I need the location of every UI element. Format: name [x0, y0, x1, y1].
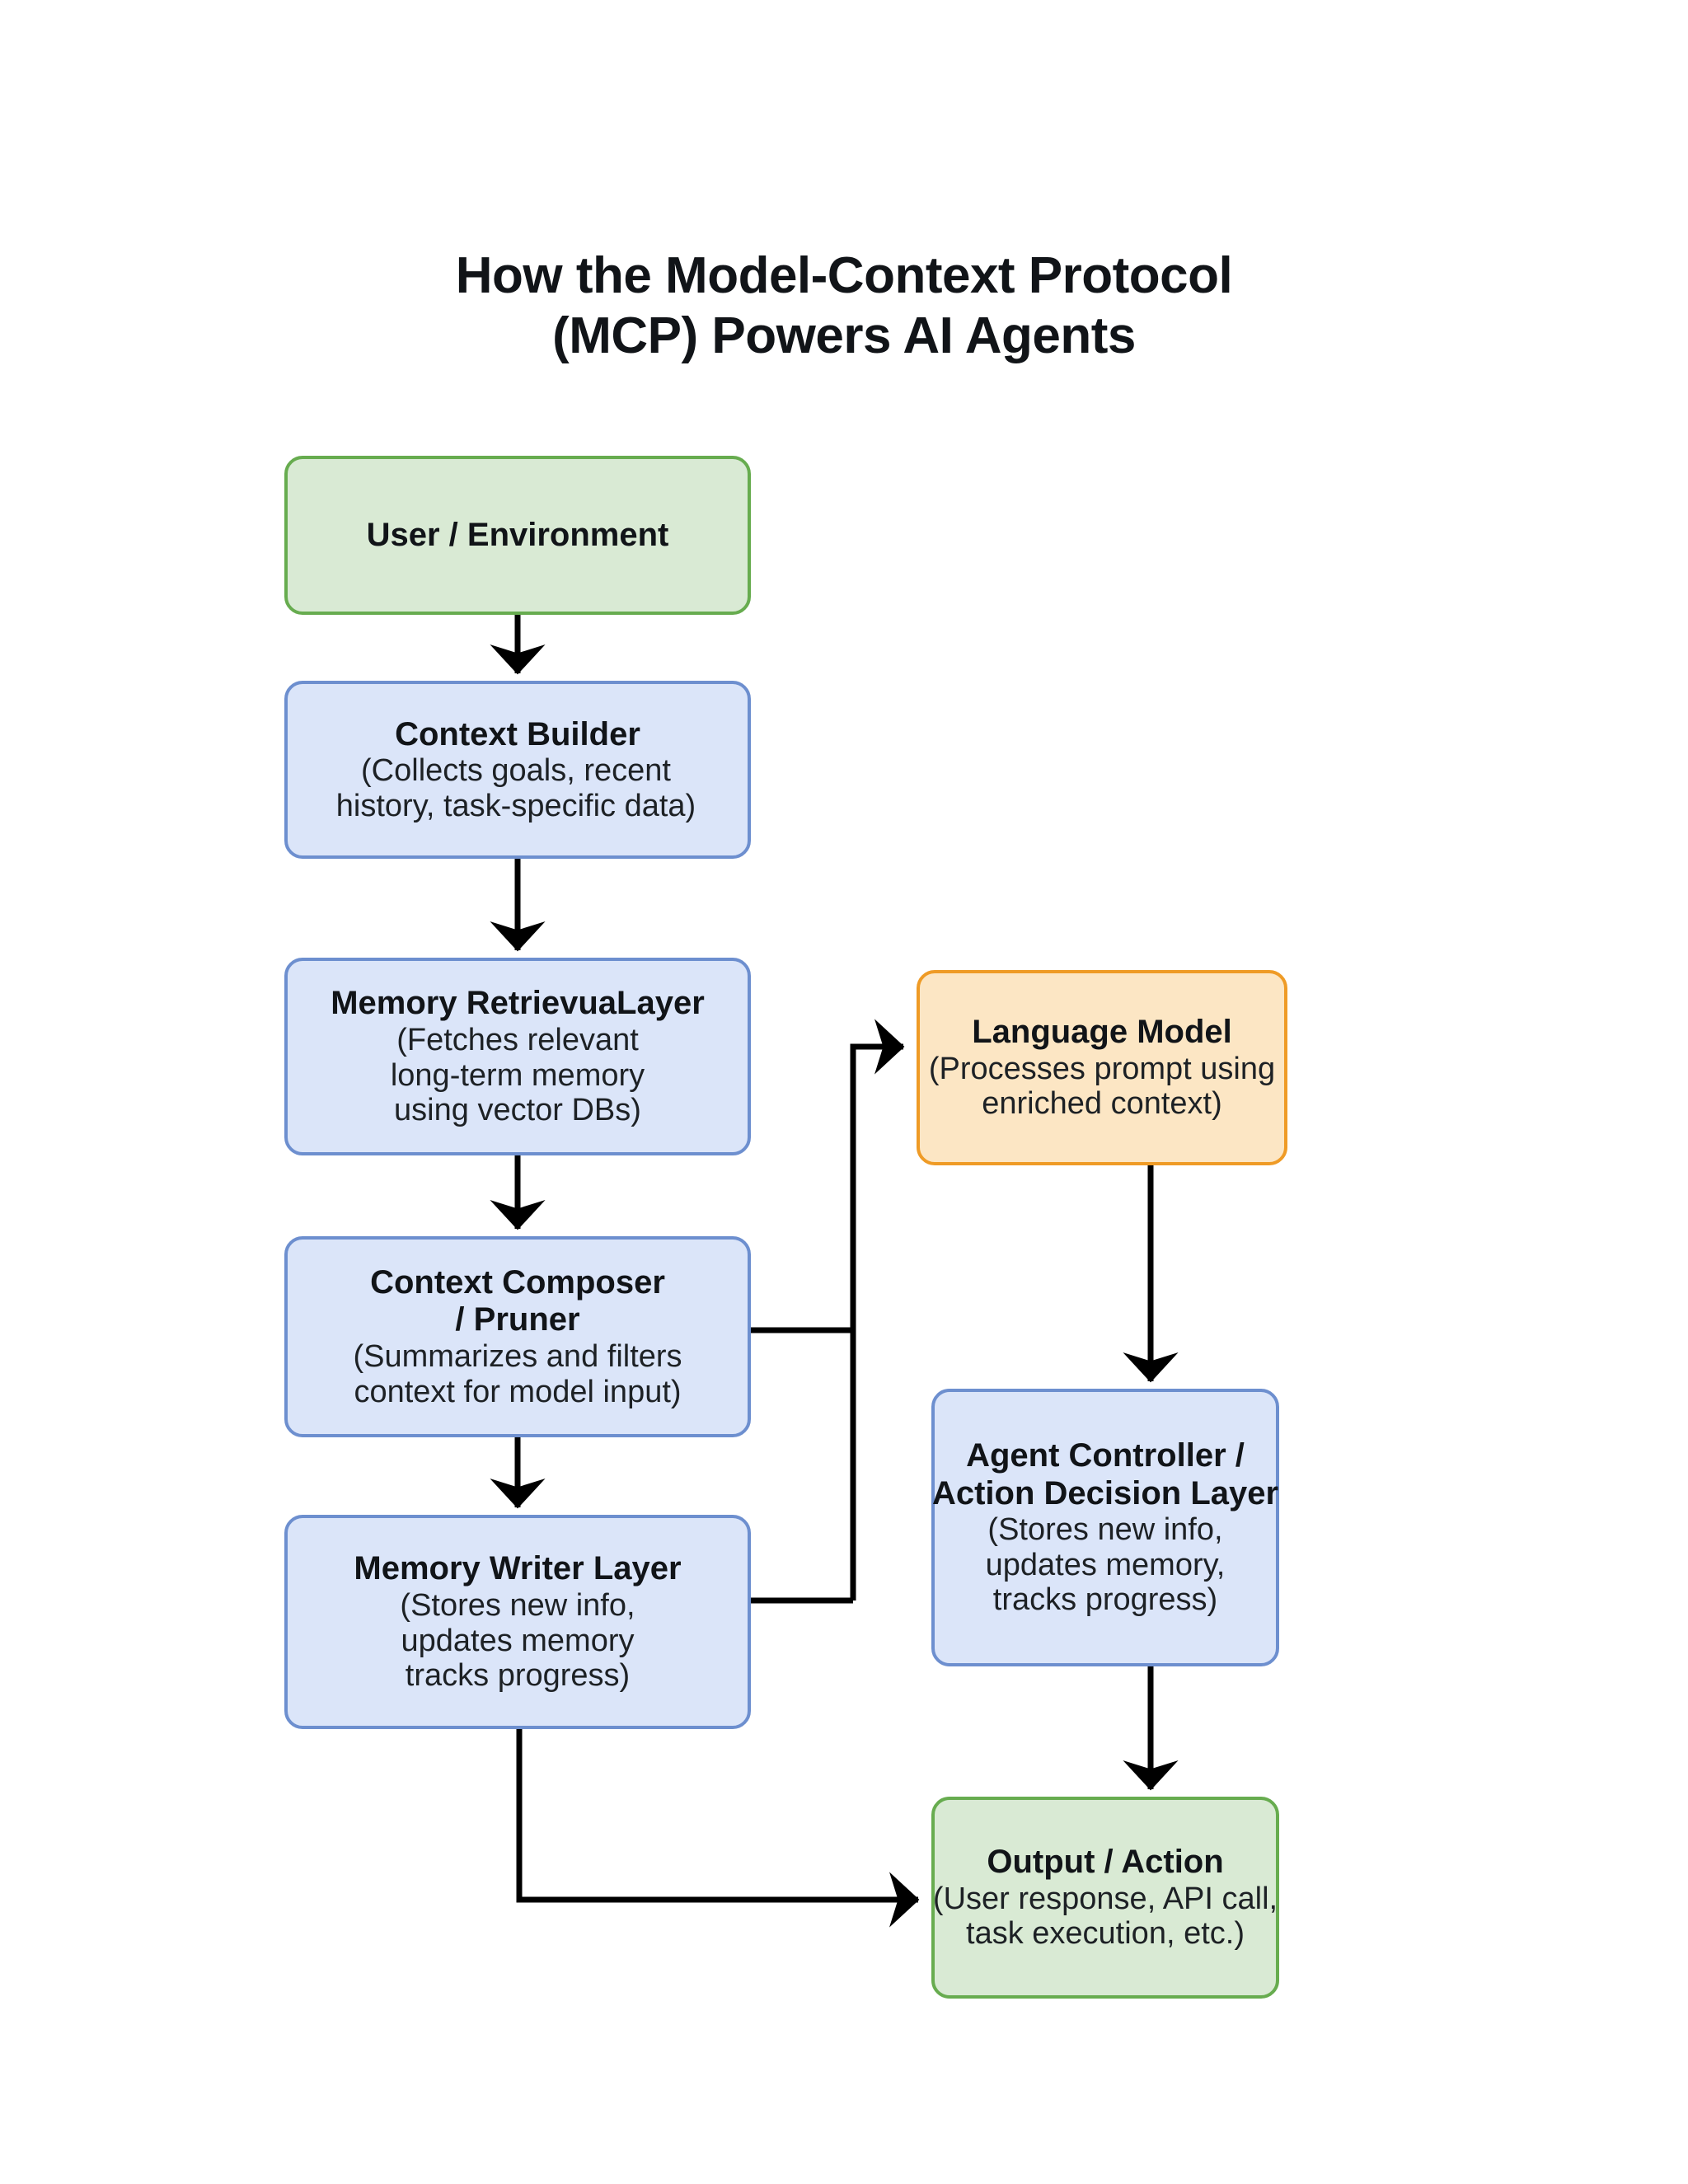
node-context-composer-pruner-sub-line-2: context for model input)	[354, 1374, 682, 1409]
node-memory-writer-layer-sub-line-3: tracks progress)	[405, 1658, 631, 1694]
node-user-environment[interactable]: User / Environment	[284, 456, 751, 615]
node-memory-retrieval-layer-heading: Memory RetrievuaLayer	[331, 985, 705, 1022]
node-agent-controller-action-decision-layer[interactable]: Agent Controller / Action Decision Layer…	[931, 1389, 1279, 1666]
node-language-model-sub-line-2: enriched context)	[982, 1086, 1222, 1122]
node-output-action-heading: Output / Action	[987, 1844, 1224, 1881]
node-context-builder-sub-line-1: (Collects goals, recent	[361, 753, 671, 789]
node-context-composer-pruner-heading-line-1: Context Composer	[370, 1263, 665, 1301]
node-memory-retrieval-layer-sub-line-1: (Fetches relevant	[396, 1022, 639, 1057]
node-memory-retrieval-layer-sub-line-3: using vector DBs)	[394, 1093, 641, 1128]
node-memory-writer-layer-sub-line-2: updates memory	[401, 1623, 635, 1658]
node-memory-retrieval-layer[interactable]: Memory RetrievuaLayer (Fetches relevant …	[284, 958, 751, 1155]
node-agent-controller-heading-line-1: Agent Controller /	[966, 1437, 1245, 1474]
node-output-action[interactable]: Output / Action (User response, API call…	[931, 1797, 1279, 1999]
node-language-model-heading: Language Model	[972, 1014, 1232, 1051]
node-agent-controller-sub-line-1: (Stores new info,	[987, 1512, 1223, 1548]
node-agent-controller-sub-line-2: updates memory,	[985, 1547, 1226, 1582]
node-context-composer-pruner-sub-line-1: (Summarizes and filters	[353, 1339, 682, 1375]
connector-bus-to-language-model	[850, 1019, 905, 1601]
node-language-model-sub-line-1: (Processes prompt using	[928, 1051, 1276, 1086]
node-context-composer-pruner[interactable]: Context Composer / Pruner (Summarizes an…	[284, 1236, 751, 1437]
connector-memory-writer-to-output-action	[516, 1729, 920, 1928]
node-agent-controller-sub-line-3: tracks progress)	[992, 1582, 1218, 1618]
node-memory-writer-layer[interactable]: Memory Writer Layer (Stores new info, up…	[284, 1515, 751, 1729]
node-memory-writer-layer-sub-line-1: (Stores new info,	[400, 1587, 635, 1623]
page-title-line-1: How the Model-Context Protocol	[455, 247, 1233, 304]
node-language-model[interactable]: Language Model (Processes prompt using e…	[917, 970, 1287, 1165]
node-output-action-sub-line-1: (User response, API call,	[932, 1881, 1278, 1916]
node-context-builder-sub-line-2: history, task-specific data)	[335, 788, 696, 823]
node-agent-controller-heading-line-2: Action Decision Layer	[931, 1474, 1279, 1511]
node-memory-writer-layer-heading: Memory Writer Layer	[354, 1550, 682, 1587]
node-user-environment-heading: User / Environment	[366, 516, 669, 553]
node-context-builder[interactable]: Context Builder (Collects goals, recent …	[284, 681, 751, 859]
node-context-composer-pruner-heading-line-2: / Pruner	[455, 1301, 580, 1338]
node-context-builder-heading: Context Builder	[395, 715, 640, 752]
page-title-line-2: (MCP) Powers AI Agents	[552, 307, 1136, 365]
node-output-action-sub-line-2: task execution, etc.)	[966, 1916, 1245, 1952]
page-title: How the Model-Context Protocol (MCP) Pow…	[0, 246, 1688, 366]
node-memory-retrieval-layer-sub-line-2: long-term memory	[390, 1057, 645, 1093]
